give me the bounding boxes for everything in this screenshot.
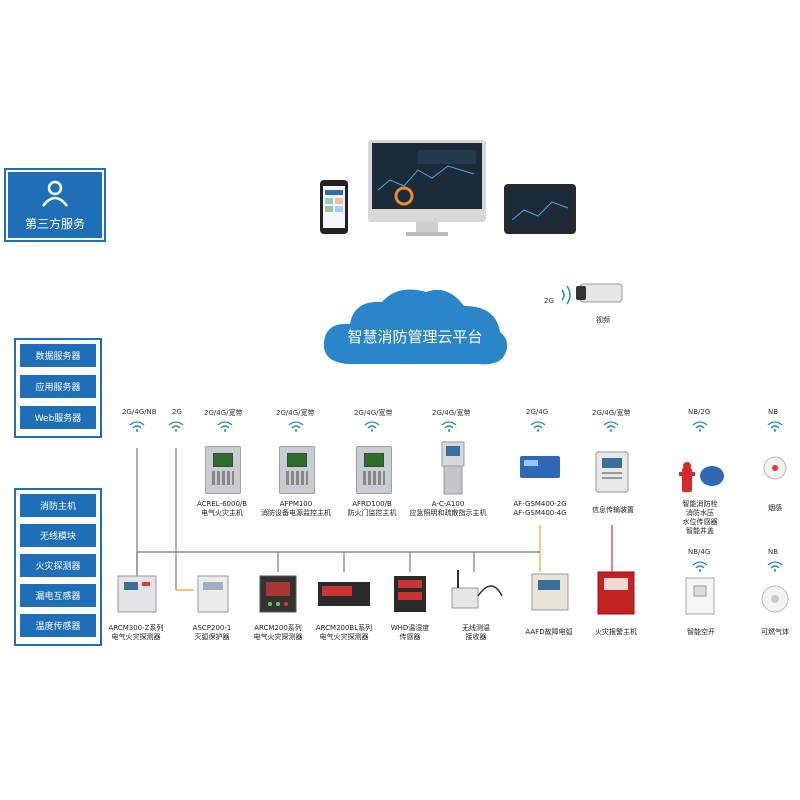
smoke-label: 烟感 <box>768 504 782 512</box>
electrical-fire-host-device <box>205 446 241 494</box>
net-label-4: 2G/4G/宽带 <box>276 409 315 417</box>
arcm200-device <box>259 575 297 613</box>
smoke-detector-icon <box>763 456 787 480</box>
third-party-label: 第三方服务 <box>24 217 85 231</box>
lower-device-label: 智能空开 <box>687 628 715 636</box>
hydrant-label: 智能消防栓消防水压水位传感器智能井盖 <box>682 500 718 535</box>
info-transfer-device <box>595 451 629 493</box>
net-label-12: NB <box>768 548 779 556</box>
power-monitor-host-device <box>279 446 315 494</box>
user-icon <box>42 180 68 207</box>
module-group: 消防主机 无线模块 火灾探测器 漏电互感器 温度传感器 <box>14 488 102 646</box>
hydrant-icon <box>679 462 724 492</box>
lower-device-label: 可燃气体 <box>761 628 789 636</box>
wireless-module: 无线模块 <box>20 524 96 547</box>
ascp200-device <box>197 575 229 613</box>
whd-sensor-device <box>394 576 426 612</box>
fire-host-module: 消防主机 <box>20 494 96 517</box>
gas-detector-device <box>761 585 789 613</box>
phone-icon <box>320 180 348 234</box>
net-label-10: NB <box>768 408 779 416</box>
terminal-devices <box>320 140 576 236</box>
net-label-7: 2G/4G <box>526 408 549 416</box>
net-label-3: 2G/4G/宽带 <box>204 409 243 417</box>
third-party-service-box: 第三方服务 <box>4 168 106 242</box>
lower-device-label: AAFD故障电弧 <box>525 628 573 636</box>
web-server: Web服务器 <box>20 406 96 429</box>
arcm200bl-device <box>318 582 370 606</box>
upper-device-label: 信息传输装置 <box>592 506 634 514</box>
net-label-6: 2G/4G/宽带 <box>432 409 471 417</box>
data-server: 数据服务器 <box>20 344 96 367</box>
temperature-sensor-module: 温度传感器 <box>20 614 96 637</box>
camera-icon <box>561 283 623 305</box>
fire-door-host-device <box>356 446 392 494</box>
server-group: 数据服务器 应用服务器 Web服务器 <box>14 338 102 438</box>
net-label-11: NB/4G <box>688 548 711 556</box>
monitor-icon <box>368 140 486 236</box>
wireless-temp-receiver-device <box>451 570 503 609</box>
emergency-lighting-host-device <box>441 441 465 495</box>
net-label-8: 2G/4G/宽带 <box>592 409 631 417</box>
lower-device-label: WHD温湿度传感器 <box>390 624 430 641</box>
camera-label: 视频 <box>596 316 610 324</box>
gsm-module-device <box>520 456 560 478</box>
camera-network: 2G <box>544 297 554 305</box>
smart-breaker-device <box>685 577 715 615</box>
arcm300-device <box>117 575 157 613</box>
lower-device-label: 火灾报警主机 <box>595 628 637 636</box>
app-server: 应用服务器 <box>20 375 96 398</box>
lower-device-label: 无线测温接收器 <box>462 624 490 641</box>
fire-alarm-host-device <box>597 571 635 615</box>
lower-device-label: ARCM200BL系列电气火灾探测器 <box>315 624 373 641</box>
lower-device-label: ARCM300-Z系列电气火灾探测器 <box>108 624 164 641</box>
lower-device-label: ARCM200系列电气火灾探测器 <box>253 624 303 641</box>
net-label-2: 2G <box>172 408 182 416</box>
net-label-5: 2G/4G/宽带 <box>354 409 393 417</box>
net-label-1: 2G/4G/NB <box>122 408 157 416</box>
cloud-icon <box>323 289 508 365</box>
cloud-platform-label: 智慧消防管理云平台 <box>347 328 483 346</box>
aafd-device <box>531 573 569 611</box>
tablet-icon <box>504 184 576 234</box>
net-label-9: NB/2G <box>688 408 711 416</box>
fire-detector-module: 火灾探测器 <box>20 554 96 577</box>
leakage-transformer-module: 漏电互感器 <box>20 584 96 607</box>
